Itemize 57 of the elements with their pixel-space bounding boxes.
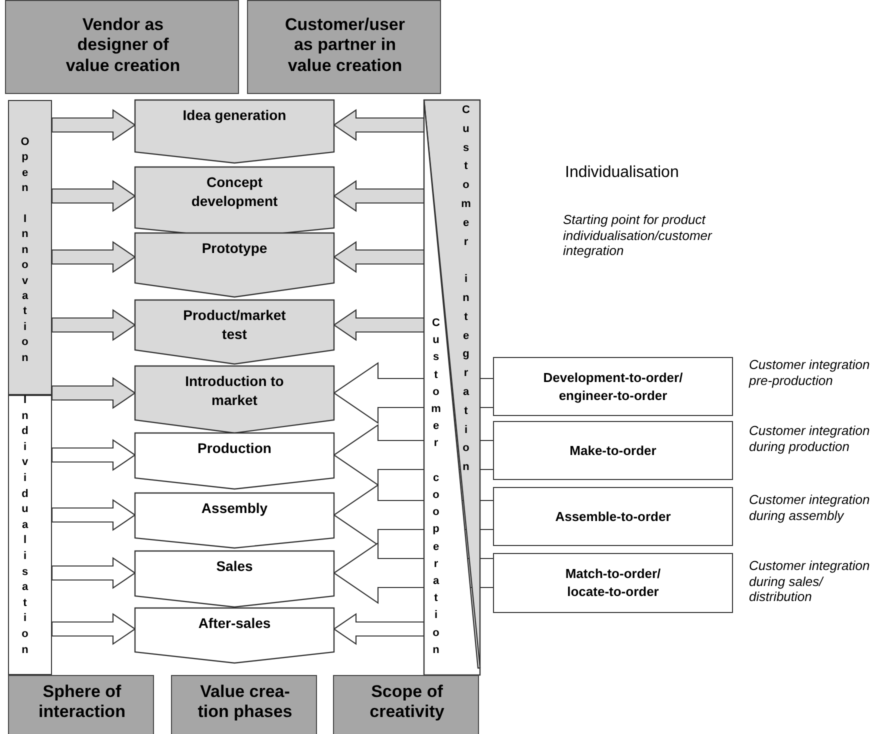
block-arrow	[333, 108, 425, 142]
block-arrow	[51, 240, 136, 274]
block-arrow	[51, 376, 136, 410]
block-arrow	[333, 612, 425, 646]
block-arrow	[333, 424, 494, 486]
heading: Vendor as designer of value creation	[64, 15, 182, 76]
phase-label: Production	[196, 439, 272, 458]
block-arrow	[51, 108, 136, 142]
block-arrow	[333, 484, 494, 546]
block-arrow	[333, 308, 425, 342]
side-band	[8, 395, 52, 675]
block-arrow	[51, 180, 136, 212]
phase-label: Assembly	[200, 499, 269, 518]
order-type-label: Assemble-to-order	[554, 508, 672, 526]
note: Starting point for product individualisation/customer integration	[563, 212, 714, 259]
side-note: Customer integration during sales/ distribution	[749, 558, 871, 605]
block-arrow	[51, 612, 136, 646]
vertical-label: Open Innovation	[20, 135, 30, 366]
footer-box	[333, 675, 479, 734]
footer-box	[8, 675, 154, 734]
order-box	[493, 553, 733, 613]
heading: Individualisation	[565, 163, 680, 182]
order-box	[493, 421, 733, 480]
phase-label: After-sales	[197, 614, 272, 633]
order-box	[493, 357, 733, 416]
block-arrow	[51, 498, 136, 532]
phase-label: Idea generation	[182, 106, 288, 125]
order-type-label: Make-to-order	[568, 442, 658, 460]
block-arrow	[333, 240, 425, 274]
heading: Customer/user as partner in value creation	[284, 15, 406, 76]
header-box	[247, 0, 441, 94]
vertical-label: Customer integration	[460, 103, 472, 476]
order-type-label: Development-to-order/ engineer-to-order	[542, 368, 684, 404]
heading: Sphere of interaction	[38, 682, 126, 723]
footer-box	[171, 675, 317, 734]
heading: Value crea- tion phases	[196, 682, 294, 723]
phase-label: Introduction to market	[184, 372, 285, 410]
block-arrow	[51, 438, 136, 472]
side-band	[8, 100, 52, 395]
vertical-label: Customer cooperation	[430, 316, 442, 658]
side-note: Customer integration during production	[749, 423, 871, 454]
vertical-label: Individualisation	[20, 393, 30, 658]
block-arrow	[51, 308, 136, 342]
block-arrow	[333, 542, 494, 604]
order-box	[493, 487, 733, 546]
phase-label: Sales	[215, 557, 254, 576]
side-note: Customer integration during assembly	[749, 492, 871, 524]
heading: Scope of creativity	[368, 682, 446, 723]
order-type-label: Match-to-order/ locate-to-order	[564, 565, 662, 601]
phase-label: Product/market test	[182, 306, 287, 344]
block-arrow	[333, 362, 494, 424]
block-arrow	[333, 180, 425, 212]
phase-label: Prototype	[200, 239, 268, 258]
side-note: Customer integration pre-production	[749, 357, 871, 388]
phase-label: Concept development	[190, 173, 279, 211]
header-box	[5, 0, 239, 94]
block-arrow	[51, 556, 136, 590]
